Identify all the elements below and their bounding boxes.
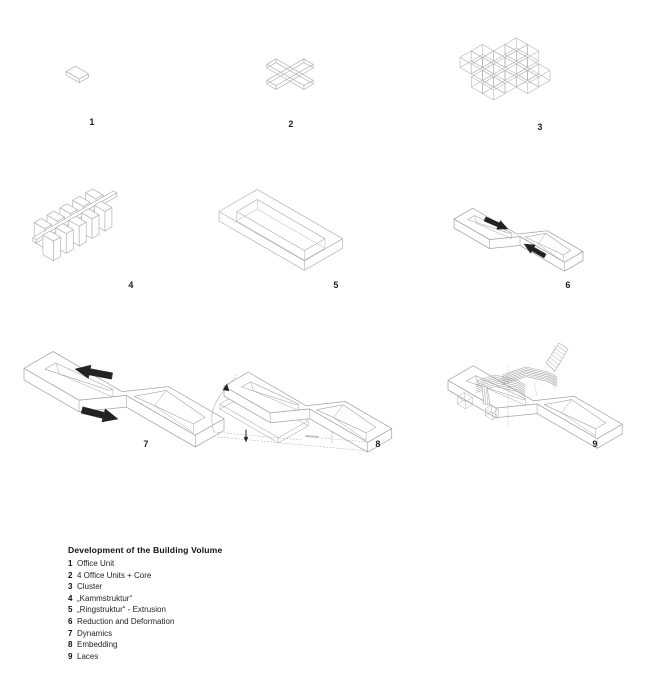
figure-office-unit	[46, 48, 130, 104]
figure-number-5: 5	[333, 280, 339, 290]
dynamics-drawing	[23, 351, 225, 448]
figure-number-4: 4	[128, 280, 134, 290]
figure-ringstruktur	[208, 178, 356, 286]
ringstruktur-drawing	[218, 189, 344, 271]
figure-kammstruktur	[30, 183, 164, 287]
office-unit-drawing	[65, 65, 89, 83]
figure-number-8: 8	[375, 439, 381, 449]
legend-item-4: 4„Kammstruktur“	[68, 593, 133, 603]
reduction-deformation-drawing	[453, 207, 584, 272]
kammstruktur-drawing	[32, 188, 118, 262]
cluster-drawing	[459, 37, 551, 101]
figure-embedding	[210, 340, 402, 462]
figure-dynamics	[12, 338, 244, 450]
figure-number-6: 6	[565, 280, 571, 290]
embedding-drawing	[211, 371, 393, 453]
figure-cluster	[436, 28, 574, 128]
laces-drawing	[447, 342, 623, 449]
figure-number-9: 9	[592, 439, 598, 449]
figure-four-units-core	[243, 42, 337, 110]
figure-reduction-deformation	[445, 182, 597, 284]
legend-title: Development of the Building Volume	[68, 545, 223, 555]
four-office-units-core-drawing	[266, 58, 314, 90]
legend-item-5: 5„Ringstruktur“ - Extrusion	[68, 605, 166, 615]
figure-number-2: 2	[288, 119, 294, 129]
figure-laces	[438, 330, 650, 458]
figure-number-1: 1	[89, 117, 95, 127]
figure-number-3: 3	[537, 122, 543, 132]
figure-number-7: 7	[143, 439, 149, 449]
